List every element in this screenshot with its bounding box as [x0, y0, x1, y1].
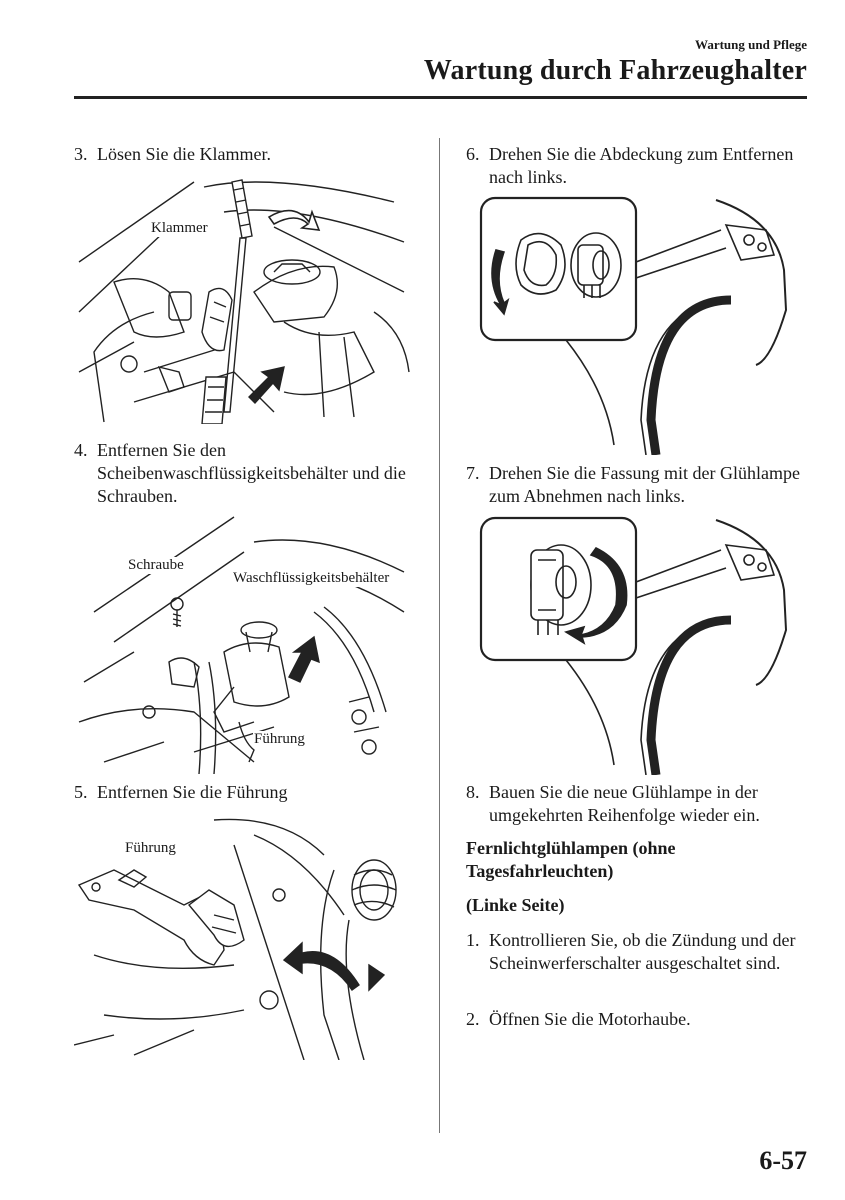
illustration-cover	[466, 190, 811, 455]
step-8: 8. Bauen Sie die neue Glühlampe in der u…	[466, 781, 816, 827]
sub-step-1: 1. Kontrollieren Sie, ob die Zündung und…	[466, 929, 816, 975]
step-text: Entfernen Sie den Scheibenwaschflüssigke…	[97, 440, 406, 506]
column-divider	[439, 138, 440, 1133]
step-number: 4.	[74, 440, 88, 460]
step-text: Bauen Sie die neue Glühlampe in der umge…	[489, 782, 760, 825]
page-number: 6-57	[759, 1146, 807, 1175]
illustration-washer-tank	[74, 512, 414, 774]
step-text: Lösen Sie die Klammer.	[97, 144, 271, 164]
step-text: Drehen Sie die Abdeckung zum Entfernen n…	[489, 144, 794, 187]
step-number: 3.	[74, 144, 88, 164]
callout-guide-2: Führung	[124, 840, 177, 857]
page-header: Wartung und Pflege Wartung durch Fahrzeu…	[0, 0, 845, 110]
step-text: Entfernen Sie die Führung	[97, 782, 288, 802]
step-5: 5. Entfernen Sie die Führung	[74, 781, 424, 804]
callout-tank: Waschflüssigkeitsbehälter	[232, 570, 391, 587]
step-number: 6.	[466, 144, 480, 164]
callout-clamp: Klammer	[150, 220, 209, 237]
step-6: 6. Drehen Sie die Abdeckung zum Entferne…	[466, 143, 816, 189]
subheading-left-side: (Linke Seite)	[466, 895, 565, 915]
sub-step-2: 2. Öffnen Sie die Motorhaube.	[466, 1008, 816, 1031]
step-number: 5.	[74, 782, 88, 802]
callout-screw: Schraube	[127, 557, 185, 574]
subheading-high-beam: Fernlichtglühlampen (ohne Tagesfahrleuch…	[466, 838, 676, 881]
step-3: 3. Lösen Sie die Klammer.	[74, 143, 424, 166]
illustration-clamp	[74, 172, 414, 424]
step-number: 7.	[466, 463, 480, 483]
section-label: Wartung und Pflege	[695, 37, 807, 52]
illustration-socket	[466, 510, 811, 775]
page-title: Wartung durch Fahrzeughalter	[423, 55, 807, 86]
step-text: Kontrollieren Sie, ob die Zündung und de…	[489, 930, 796, 973]
step-number: 8.	[466, 782, 480, 802]
step-number: 2.	[466, 1009, 480, 1029]
step-7: 7. Drehen Sie die Fassung mit der Glühla…	[466, 462, 816, 508]
step-4: 4. Entfernen Sie den Scheibenwaschflüssi…	[74, 439, 424, 508]
step-text: Öffnen Sie die Motorhaube.	[489, 1009, 691, 1029]
header-rule	[74, 96, 807, 99]
step-number: 1.	[466, 930, 480, 950]
callout-guide: Führung	[253, 731, 306, 748]
illustration-guide	[74, 815, 414, 1060]
step-text: Drehen Sie die Fassung mit der Glühlampe…	[489, 463, 800, 506]
